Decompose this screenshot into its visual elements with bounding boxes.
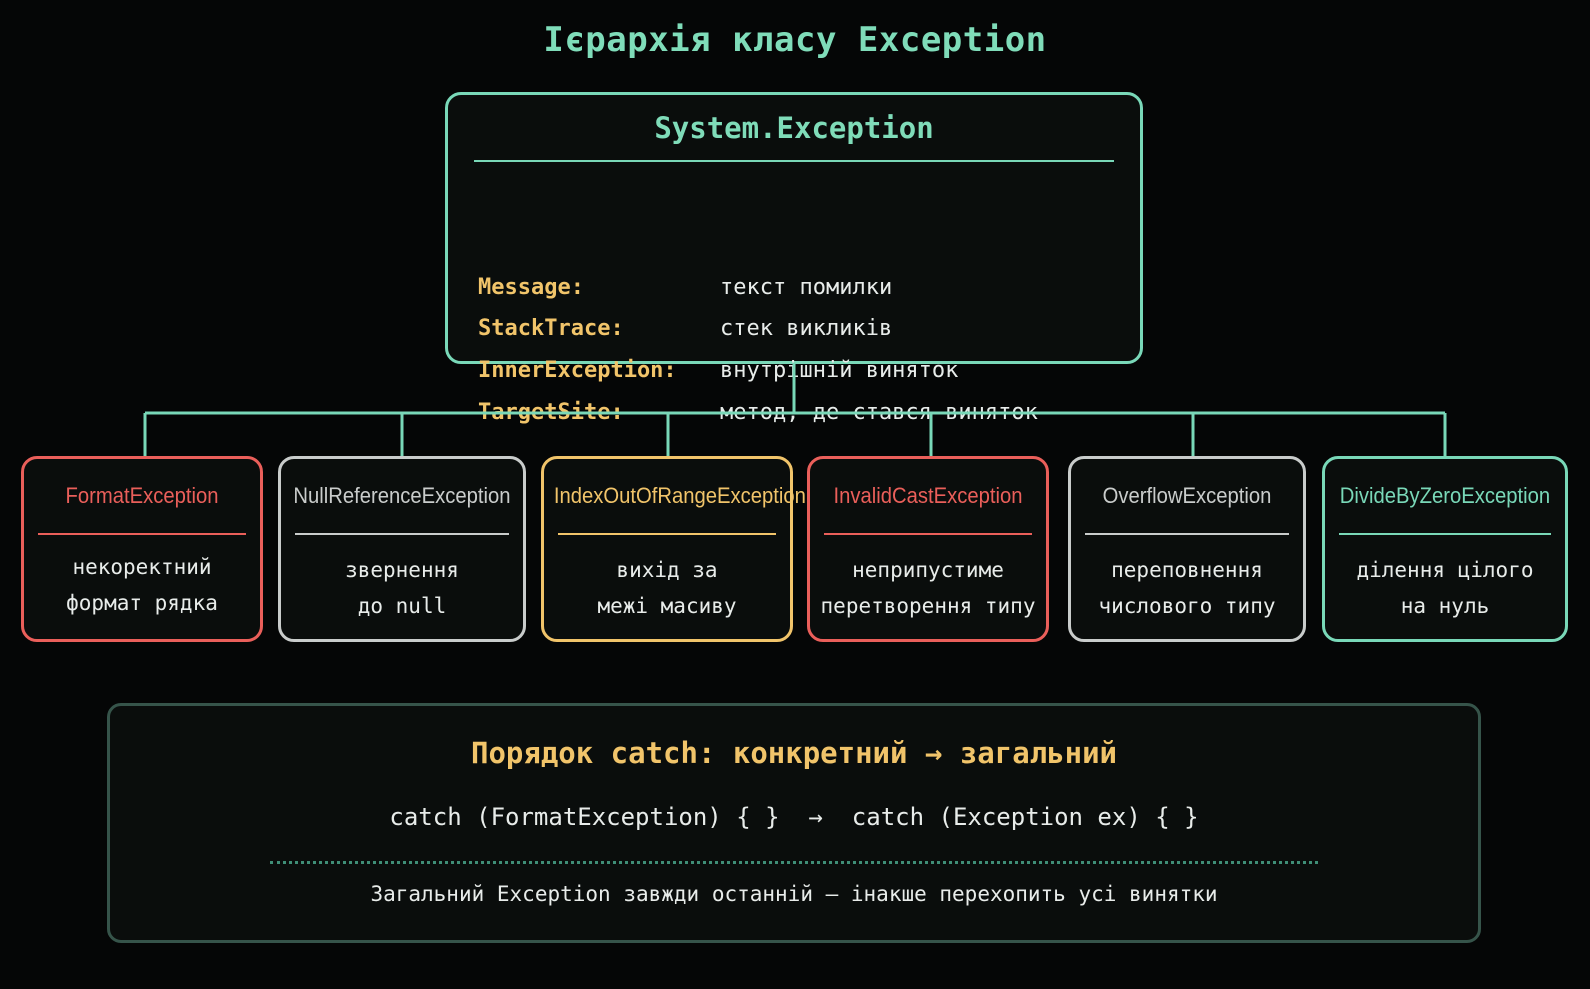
child-separator <box>1085 533 1289 535</box>
property-desc: стек викликів <box>720 316 893 341</box>
catch-order-title: Порядок catch: конкретний → загальний <box>470 736 1117 770</box>
child-class-name: IndexOutOfRangeException <box>553 483 806 508</box>
property-message: Message: текст помилки <box>478 271 1118 305</box>
child-separator <box>824 533 1032 535</box>
property-name: StackTrace: <box>478 316 624 341</box>
property-name: InnerException: <box>478 358 677 383</box>
child-class-name: DivideByZeroException <box>1339 483 1551 508</box>
child-nullreference-exception: NullReferenceException звернення до null <box>278 456 526 642</box>
root-separator <box>474 160 1114 162</box>
child-indexoutofrange-exception: IndexOutOfRangeException вихід за межі м… <box>541 456 806 642</box>
dotted-separator <box>270 861 1318 864</box>
child-separator <box>558 533 776 535</box>
child-separator <box>1339 533 1551 535</box>
child-overflow-exception: OverflowException переповнення числового… <box>1068 456 1306 642</box>
child-desc-line2: межі масиву <box>597 594 737 618</box>
child-desc-line1: неприпустиме <box>852 558 1004 582</box>
child-class-name: InvalidCastException <box>833 483 1023 508</box>
child-invalidcast-exception: InvalidCastException неприпустиме перетв… <box>807 456 1049 642</box>
child-class-name: FormatException <box>65 483 219 508</box>
property-innerexception: InnerException: внутрішній виняток <box>478 354 1118 388</box>
catch-order-panel: Порядок catch: конкретний → загальний ca… <box>107 703 1481 943</box>
child-desc-line2: формат рядка <box>66 591 218 615</box>
child-desc-line2: на нуль <box>1400 594 1490 618</box>
child-desc-line2: до null <box>357 594 447 618</box>
property-name: Message: <box>478 275 584 300</box>
catch-order-code: catch (FormatException) { } → catch (Exc… <box>389 803 1199 831</box>
property-desc: внутрішній виняток <box>720 358 959 383</box>
catch-order-note: Загальний Exception завжди останній — ін… <box>370 882 1218 906</box>
child-desc-line1: звернення <box>345 558 459 582</box>
root-class-name: System.Exception <box>654 111 934 145</box>
child-desc-line1: переповнення <box>1111 558 1263 582</box>
child-class-name: OverflowException <box>1102 483 1272 508</box>
child-desc-line1: некоректний <box>72 555 212 579</box>
system-exception-box: System.Exception Message: текст помилки … <box>445 92 1143 425</box>
child-dividebyzero-exception: DivideByZeroException ділення цілого на … <box>1322 456 1568 642</box>
child-desc-line1: ділення цілого <box>1356 558 1534 582</box>
child-separator <box>38 533 246 535</box>
property-desc: текст помилки <box>720 275 893 300</box>
child-separator <box>295 533 509 535</box>
child-format-exception: FormatException некоректний формат рядка <box>21 456 263 642</box>
child-class-name: NullReferenceException <box>293 483 511 508</box>
child-desc-line1: вихід за <box>616 558 718 582</box>
property-stacktrace: StackTrace: стек викликів <box>478 312 1118 346</box>
child-desc-line2: перетворення типу <box>820 594 1036 618</box>
child-desc-line2: числового типу <box>1098 594 1276 618</box>
diagram-title: Ієрархія класу Exception <box>543 20 1047 60</box>
